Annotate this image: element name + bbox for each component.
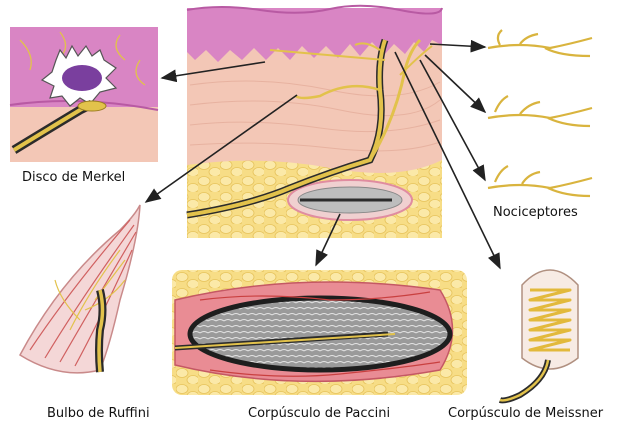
skin-cross-section [187, 6, 442, 238]
pacinian-corpuscle-illustration [172, 270, 467, 395]
meissner-corpuscle-illustration [500, 270, 578, 400]
nociceptors-label: Nociceptores [493, 205, 578, 220]
ruffini-bulb-label: Bulbo de Ruffini [47, 406, 150, 421]
merkel-disc-illustration [10, 27, 158, 162]
ruffini-bulb-illustration [20, 205, 140, 373]
paccini-corpuscle-label: Corpúsculo de Paccini [248, 406, 390, 421]
nociceptor-endings [488, 30, 592, 196]
meissner-corpuscle-label: Corpúsculo de Meissner [448, 406, 603, 421]
merkel-disc-label: Disco de Merkel [22, 170, 125, 185]
